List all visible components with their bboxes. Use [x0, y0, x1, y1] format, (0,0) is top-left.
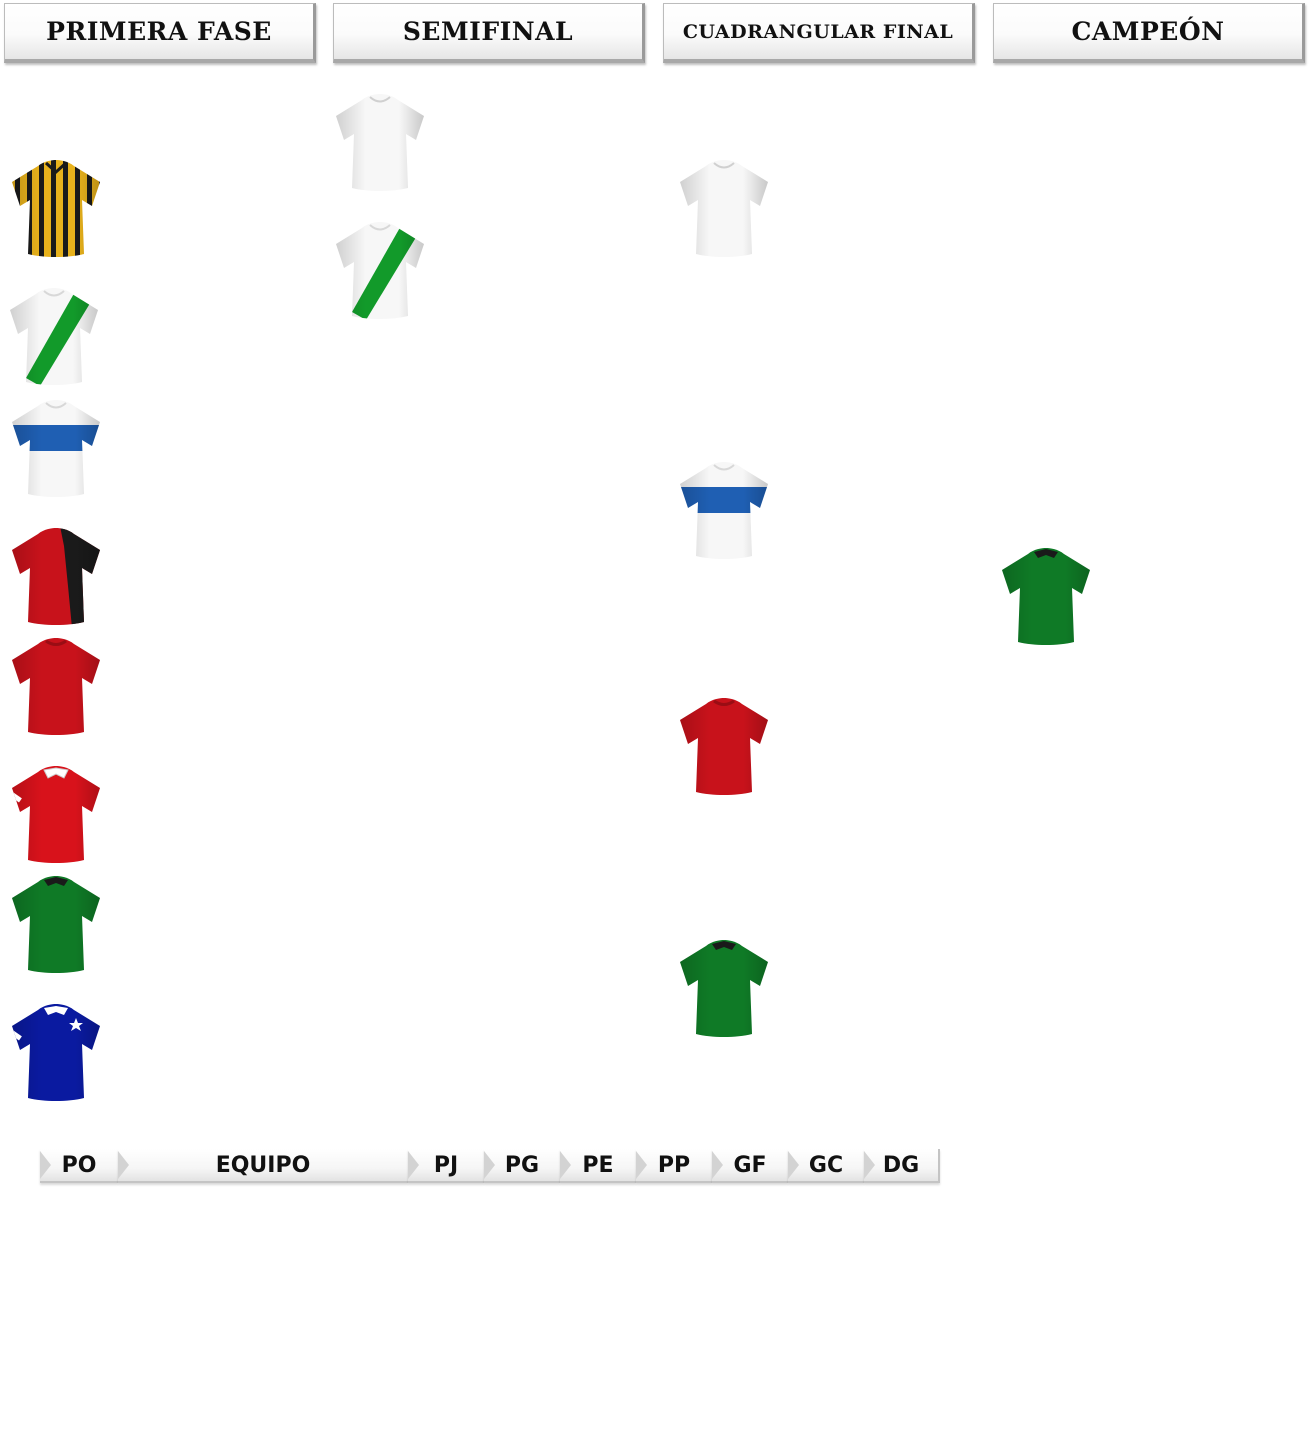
white-blue-band-jersey-icon[interactable]: [8, 398, 104, 500]
column-header-dg[interactable]: DG: [864, 1149, 940, 1183]
column-header-gf[interactable]: GF: [712, 1149, 788, 1183]
green-jersey-icon[interactable]: [8, 874, 104, 976]
column-header-pe[interactable]: PE: [560, 1149, 636, 1183]
white-jersey-icon[interactable]: [332, 92, 428, 194]
column-header-equipo[interactable]: EQUIPO: [118, 1149, 408, 1183]
white-jersey-icon[interactable]: [676, 158, 772, 260]
stage-header-campeon: CAMPEÓN: [993, 3, 1305, 63]
red-white-collar-jersey-icon[interactable]: [8, 764, 104, 866]
white-green-sash-jersey-icon[interactable]: [6, 286, 102, 388]
column-header-pp[interactable]: PP: [636, 1149, 712, 1183]
blue-star-jersey-icon[interactable]: [8, 1002, 104, 1104]
yellow-black-stripes-jersey-icon[interactable]: [8, 158, 104, 260]
white-green-sash-jersey-icon[interactable]: [332, 220, 428, 322]
stage-header-semifinal: SEMIFINAL: [333, 3, 645, 63]
column-header-po[interactable]: PO: [40, 1149, 118, 1183]
red-jersey-icon[interactable]: [8, 636, 104, 738]
column-header-pj[interactable]: PJ: [408, 1149, 484, 1183]
standings-header: PO EQUIPO PJ PG PE PP GF GC DG: [40, 1149, 940, 1183]
green-jersey-icon[interactable]: [676, 938, 772, 1040]
column-header-pg[interactable]: PG: [484, 1149, 560, 1183]
stage-header-cuadrangular-final: CUADRANGULAR FINAL: [663, 3, 975, 63]
red-black-half-jersey-icon[interactable]: [8, 526, 104, 628]
green-jersey-icon[interactable]: [998, 546, 1094, 648]
white-blue-band-jersey-icon[interactable]: [676, 460, 772, 562]
column-header-gc[interactable]: GC: [788, 1149, 864, 1183]
stage-header-primera-fase: PRIMERA FASE: [4, 3, 316, 63]
red-jersey-icon[interactable]: [676, 696, 772, 798]
